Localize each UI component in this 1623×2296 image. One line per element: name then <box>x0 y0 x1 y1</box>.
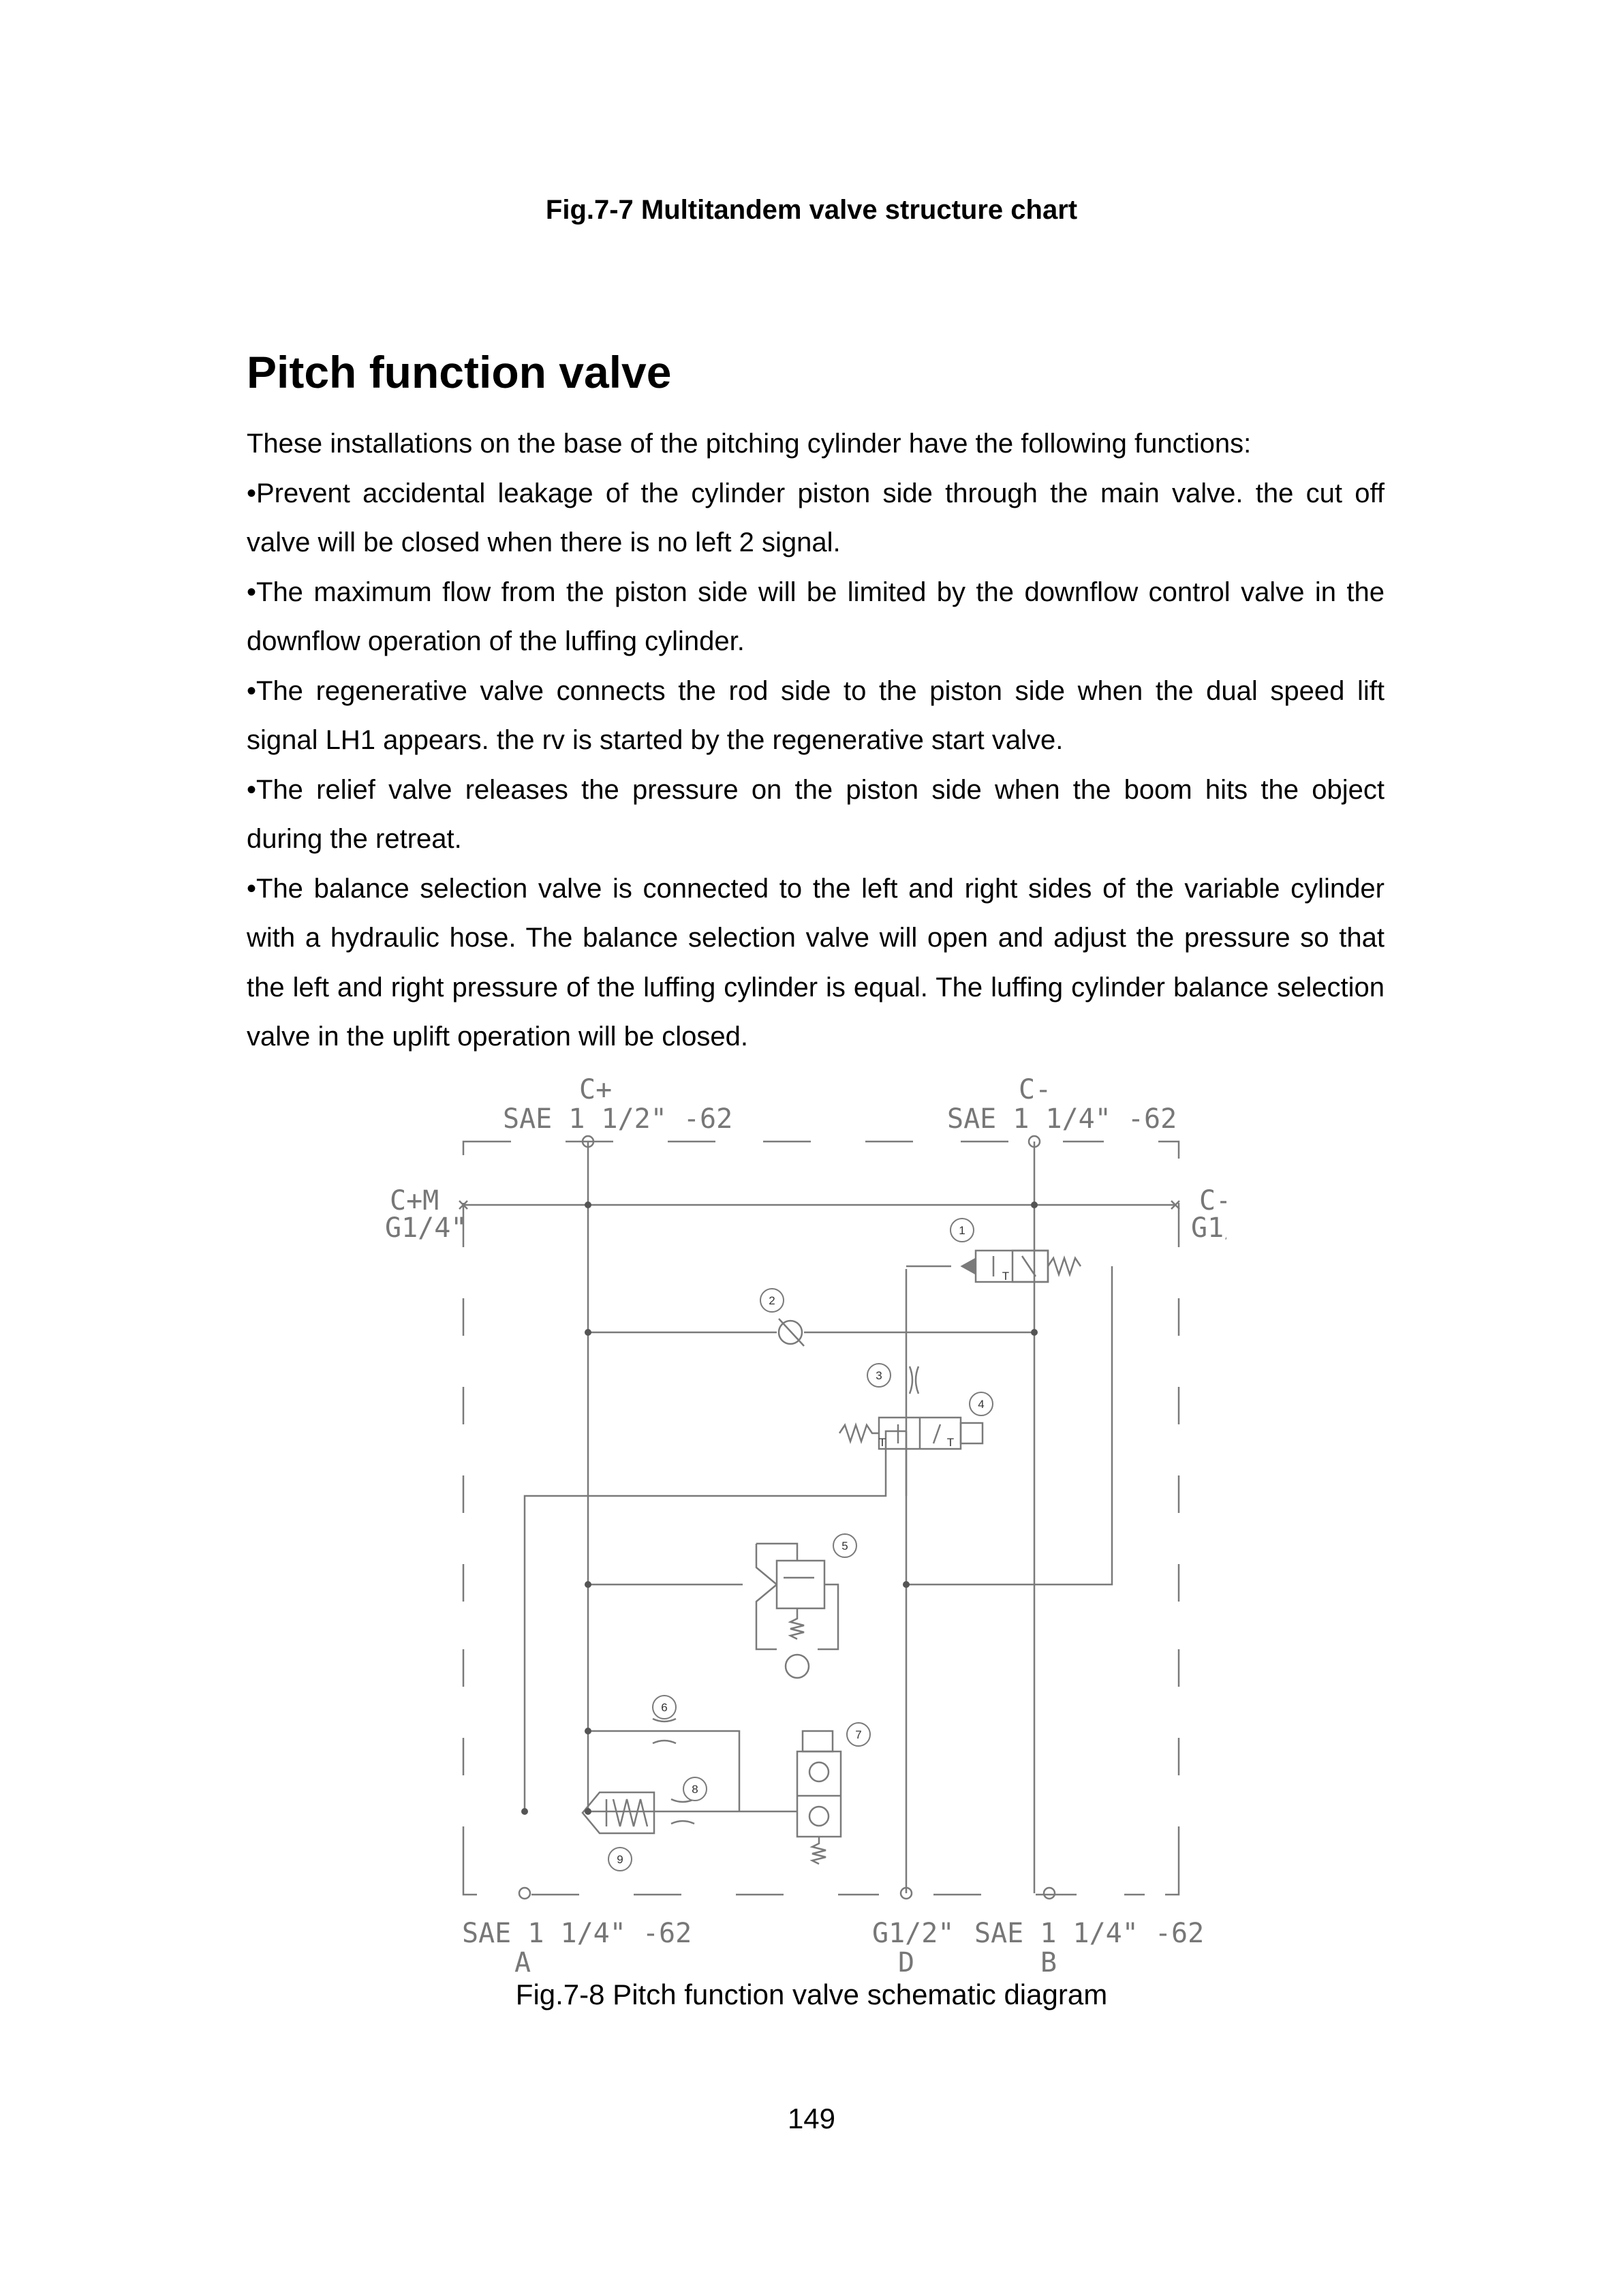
port-label-c-minus-m: C-M <box>1199 1185 1226 1216</box>
valve-port-letter: T <box>879 1436 886 1449</box>
component-number: 5 <box>841 1540 848 1552</box>
port-spec-c-plus: SAE 1 1/2" -62 <box>503 1103 732 1135</box>
port-label-c-plus: C+ <box>579 1074 612 1105</box>
bullet-paragraph: •The maximum flow from the piston side w… <box>247 577 1385 657</box>
component-number: 7 <box>855 1728 861 1741</box>
bullet-paragraph: •The relief valve releases the pressure … <box>247 774 1385 855</box>
figure-caption-bottom: Fig.7-8 Pitch function valve schematic d… <box>515 1978 1108 2010</box>
valve-port-letter: T <box>947 1436 954 1449</box>
port-spec-c-plus-m: G1/4" <box>385 1212 467 1244</box>
port-spec-b: SAE 1 1/4" -62 <box>974 1918 1204 1949</box>
component-number: 1 <box>959 1224 965 1237</box>
port-label-b: B <box>1040 1947 1057 1976</box>
port-spec-d: G1/2" <box>872 1918 954 1949</box>
bullet-paragraph: •The balance selection valve is connecte… <box>247 873 1385 1052</box>
port-label-c-plus-m: C+M <box>390 1185 439 1216</box>
port-spec-c-minus-m: G1/4" <box>1191 1212 1226 1244</box>
component-number: 3 <box>876 1369 882 1382</box>
body-text: These installations on the base of the p… <box>247 419 1385 1062</box>
port-label-d: D <box>898 1947 914 1976</box>
component-number: 6 <box>661 1701 667 1714</box>
page-number: 149 <box>787 2102 836 2134</box>
port-label-a: A <box>514 1947 531 1976</box>
bullet-paragraph: •Prevent accidental leakage of the cylin… <box>247 478 1385 558</box>
port-spec-c-minus: SAE 1 1/4" -62 <box>947 1103 1177 1135</box>
figure-caption-top: Fig.7-7 Multitandem valve structure char… <box>545 195 1078 225</box>
component-number: 4 <box>978 1398 984 1411</box>
component-number: 2 <box>769 1294 775 1307</box>
component-number: 8 <box>692 1783 698 1796</box>
valve-port-letter: T <box>1002 1270 1009 1283</box>
component-number: 9 <box>617 1853 623 1866</box>
section-heading: Pitch function valve <box>247 347 672 397</box>
port-label-c-minus: C- <box>1019 1074 1051 1105</box>
intro-paragraph: These installations on the base of the p… <box>247 429 1252 459</box>
hydraulic-schematic: 1 2 3 4 5 6 7 8 9 T T T C+ SAE 1 1/2" -6… <box>385 1074 1226 1976</box>
port-spec-a: SAE 1 1/4" -62 <box>462 1918 692 1949</box>
bullet-paragraph: •The regenerative valve connects the rod… <box>247 675 1385 756</box>
